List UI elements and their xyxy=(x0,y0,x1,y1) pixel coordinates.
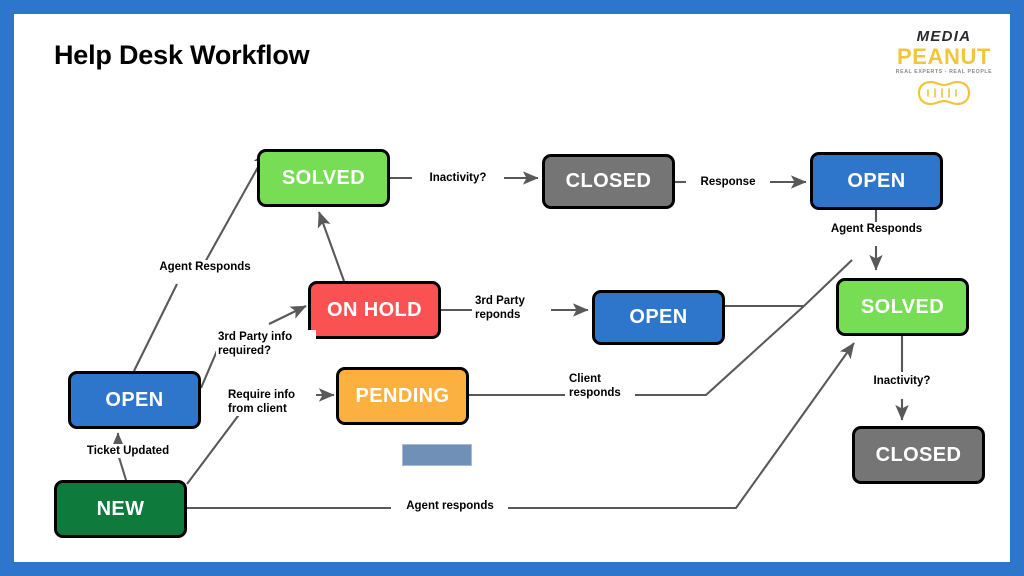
slide-canvas: Help Desk Workflow MEDIA PEANUT REAL EXP… xyxy=(14,14,1010,562)
node-label: NEW xyxy=(96,497,145,520)
logo-peanut-text: PEANUT xyxy=(896,44,992,69)
peanut-icon xyxy=(894,79,994,112)
node-open-middle[interactable]: OPEN xyxy=(592,290,725,345)
page-title: Help Desk Workflow xyxy=(54,40,310,70)
edge-label-ticket-updated: Ticket Updated xyxy=(54,444,202,458)
node-label: OPEN xyxy=(847,169,906,192)
node-solved-top[interactable]: SOLVED xyxy=(257,149,390,207)
node-label: SOLVED xyxy=(281,166,366,189)
edge-label-agent-responds-bottom: Agent responds xyxy=(392,499,508,513)
node-open-left[interactable]: OPEN xyxy=(68,371,201,429)
edge-label-agent-responds-right: Agent Responds xyxy=(799,222,954,236)
edge-label-require-info-from-client: Require info from client xyxy=(226,388,316,416)
edge-label-third-party-reponds: 3rd Party reponds xyxy=(473,294,551,322)
node-on-hold[interactable]: ON HOLD xyxy=(308,281,441,339)
node-label: PENDING xyxy=(355,384,450,407)
node-closed-top[interactable]: CLOSED xyxy=(542,154,675,209)
node-label: OPEN xyxy=(105,388,164,411)
node-label: SOLVED xyxy=(860,295,945,318)
edge-label-inactivity-top: Inactivity? xyxy=(412,171,504,185)
edge-label-inactivity-right: Inactivity? xyxy=(856,374,948,388)
logo-media-text: MEDIA xyxy=(916,28,972,45)
edge-label-third-party-info-required: 3rd Party info required? xyxy=(216,330,316,358)
brand-logo: MEDIA PEANUT REAL EXPERTS - REAL PEOPLE xyxy=(894,28,994,120)
node-label: ON HOLD xyxy=(326,298,423,321)
blank-placeholder-shape[interactable] xyxy=(402,444,472,466)
node-open-right[interactable]: OPEN xyxy=(810,152,943,210)
node-new[interactable]: NEW xyxy=(54,480,187,538)
edge-label-response: Response xyxy=(686,175,770,189)
node-solved-right[interactable]: SOLVED xyxy=(836,278,969,336)
node-label: OPEN xyxy=(629,306,688,328)
logo-tagline: REAL EXPERTS - REAL PEOPLE xyxy=(895,69,993,75)
node-closed-right[interactable]: CLOSED xyxy=(852,426,985,484)
node-pending[interactable]: PENDING xyxy=(336,367,469,425)
edge-label-agent-responds-left: Agent Responds xyxy=(130,260,280,274)
node-label: CLOSED xyxy=(565,170,652,192)
edge-label-client-responds: Client responds xyxy=(567,372,635,400)
node-label: CLOSED xyxy=(875,443,962,466)
